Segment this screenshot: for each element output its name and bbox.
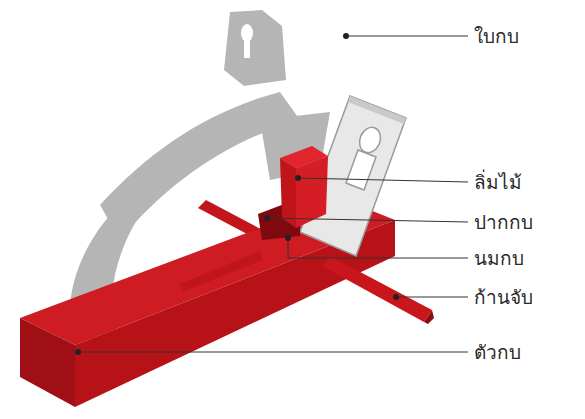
part-label: ตัวกบ [474,339,521,365]
part-label: ลิ่มไม้ [474,169,522,195]
handle-bar [322,256,432,322]
part-label: ใบกบ [474,23,519,49]
leader-dots [75,33,399,355]
part-label: นมกบ [474,245,524,271]
part-label: ก้านจับ [474,284,533,310]
leader-lines [78,36,468,352]
wood-wedge [280,146,328,228]
part-label: ปากกบ [474,209,533,235]
